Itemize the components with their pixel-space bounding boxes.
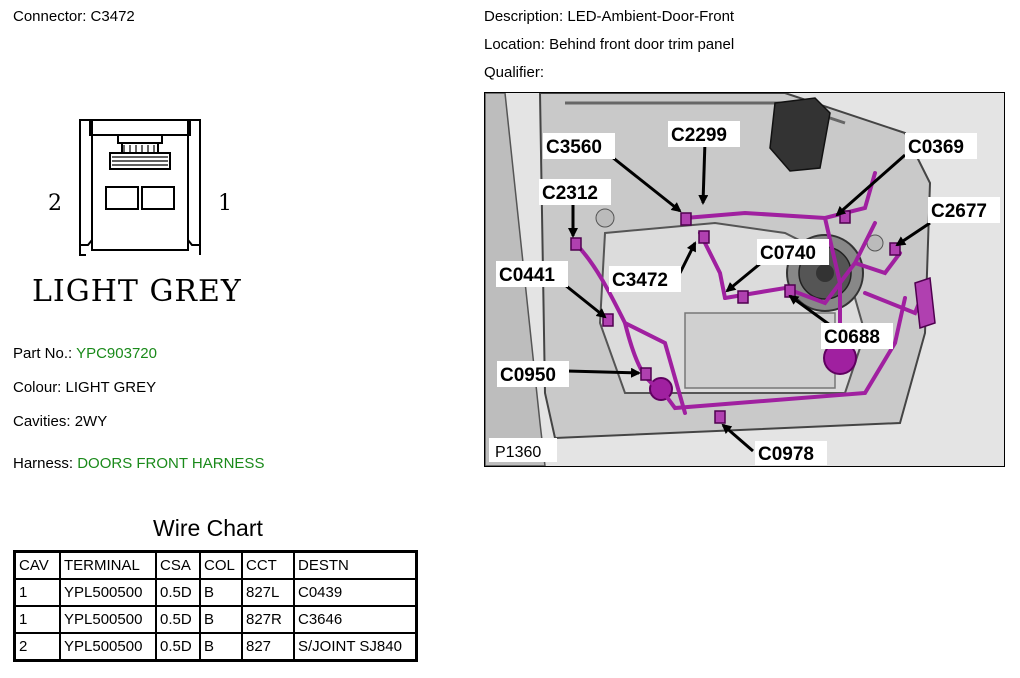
callout-c2677: C2677 [931,201,987,222]
colour-line: Colour: LIGHT GREY [13,379,156,397]
callout-c2299: C2299 [671,125,727,146]
header-csa: CSA [155,550,201,580]
cell-terminal: YPL500500 [59,578,157,607]
harness-line: Harness: DOORS FRONT HARNESS [13,455,264,473]
description-label: Description: [484,8,564,25]
callout-c0740: C0740 [760,243,816,264]
colour-caption: LIGHT GREY [32,274,242,309]
header-col: COL [199,550,243,580]
colour-label: Colour: [13,379,62,396]
connector-label: Connector: [13,8,87,25]
callout-labels: C3560 C2299 C0369 C2312 C2677 C0740 C044… [496,121,1000,465]
connector-location-illustration: C3560 C2299 C0369 C2312 C2677 C0740 C044… [484,92,1005,467]
cavity-1 [141,186,175,210]
cell-terminal: YPL500500 [59,605,157,634]
table-row: 1 YPL500500 0.5D B 827L C0439 [13,578,418,607]
colour-value: LIGHT GREY [65,379,157,396]
qualifier-label: Qualifier: [484,64,545,81]
door-illustration: C3560 C2299 C0369 C2312 C2677 C0740 C044… [485,93,1004,466]
harness-label: Harness: [13,455,74,472]
location-label: Location: [484,36,545,53]
table-row: 1 YPL500500 0.5D B 827R C3646 [13,605,418,634]
part-no-link[interactable]: YPC903720 [76,345,157,362]
part-no-label: Part No.: [13,345,73,362]
photo-ref: P1360 [495,444,541,461]
pin-label-1: 1 [218,191,232,216]
cell-col: B [199,578,243,607]
qualifier-line: Qualifier: [484,64,544,82]
cell-destn: C0439 [293,578,418,607]
wire-chart-header-row: CAV TERMINAL CSA COL CCT DESTN [13,550,418,580]
cavities-value: 2WY [74,413,108,430]
connector-line: Connector: C3472 [13,8,135,26]
cell-cav: 1 [13,578,61,607]
cell-cct: 827R [241,605,295,634]
callout-c3472: C3472 [612,270,668,291]
cavities-line: Cavities: 2WY [13,413,107,431]
cell-csa: 0.5D [155,605,201,634]
pin-label-2: 2 [48,191,62,216]
cell-csa: 0.5D [155,578,201,607]
part-no-line: Part No.: YPC903720 [13,345,157,363]
callout-c2312: C2312 [542,183,598,204]
header-terminal: TERMINAL [59,550,157,580]
callout-c0441: C0441 [499,265,555,286]
header-cct: CCT [241,550,295,580]
wire-chart-title: Wire Chart [153,515,263,541]
description-line: Description: LED-Ambient-Door-Front [484,8,734,26]
cell-cav: 1 [13,605,61,634]
harness-link[interactable]: DOORS FRONT HARNESS [77,455,265,472]
callout-c0369: C0369 [908,137,964,158]
cell-col: B [199,605,243,634]
connector-id: C3472 [90,8,135,25]
cell-destn: C3646 [293,605,418,634]
cavity-2 [105,186,139,210]
description-value: LED-Ambient-Door-Front [567,8,735,25]
cavity-openings [105,186,175,210]
cell-col: B [199,632,243,662]
callout-c0950: C0950 [500,365,556,386]
cell-terminal: YPL500500 [59,632,157,662]
location-line: Location: Behind front door trim panel [484,36,734,54]
callout-c3560: C3560 [546,137,602,158]
wire-chart-table: CAV TERMINAL CSA COL CCT DESTN 1 YPL5005… [13,550,418,662]
mirror [769,97,831,172]
location-value: Behind front door trim panel [549,36,735,53]
callout-c0688: C0688 [824,327,880,348]
connector-markers [570,210,936,424]
cell-destn: S/JOINT SJ840 [293,632,418,662]
table-row: 2 YPL500500 0.5D B 827 S/JOINT SJ840 [13,632,418,662]
cavities-label: Cavities: [13,413,71,430]
cell-cct: 827 [241,632,295,662]
cell-csa: 0.5D [155,632,201,662]
header-destn: DESTN [293,550,418,580]
connector-outline [79,119,201,256]
callout-arrows [564,140,931,453]
latch-ribs [112,145,168,166]
cell-cct: 827L [241,578,295,607]
header-cav: CAV [13,550,61,580]
connector-face-diagram: 2 1 LIGHT GREY [32,119,242,309]
callout-c0978: C0978 [758,444,814,465]
cell-cav: 2 [13,632,61,662]
